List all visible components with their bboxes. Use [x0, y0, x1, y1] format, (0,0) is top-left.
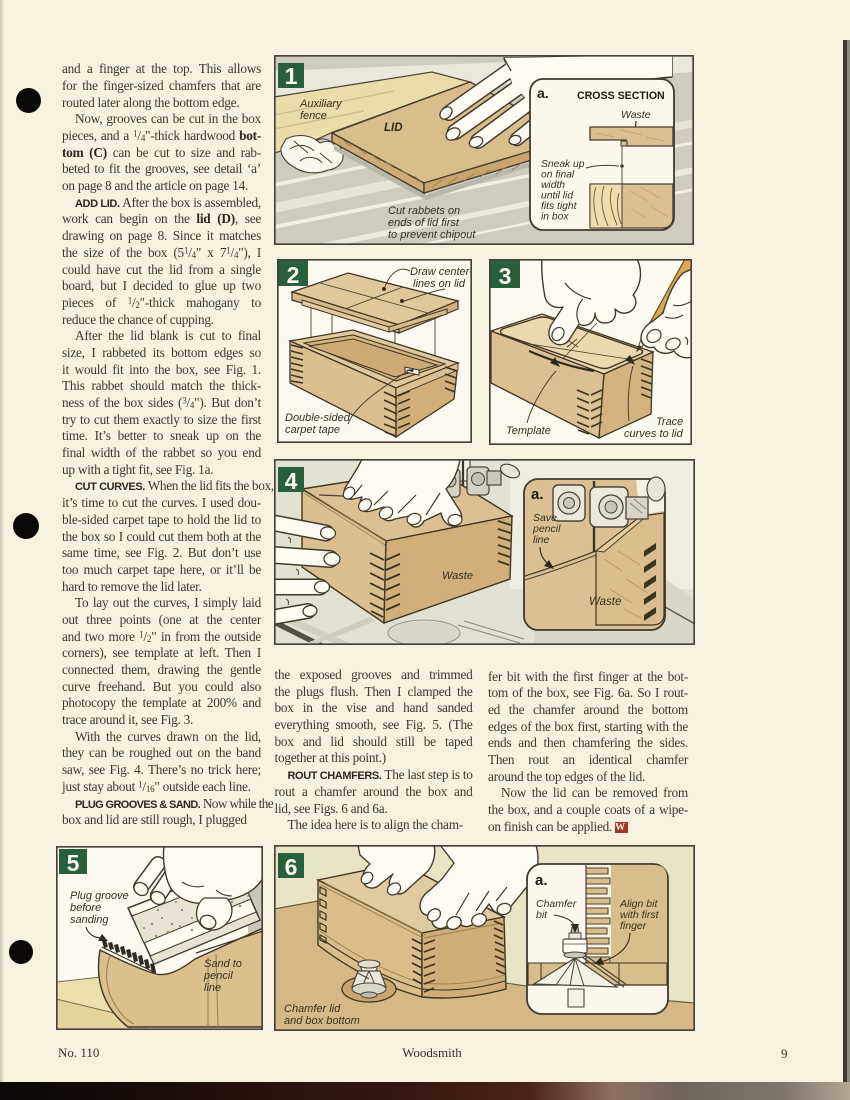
svg-text:Double-sided: Double-sided	[285, 412, 351, 424]
svg-text:carpet tape: carpet tape	[285, 424, 340, 436]
svg-text:before: before	[70, 902, 101, 914]
svg-text:5: 5	[67, 850, 80, 876]
svg-text:Sneak up: Sneak up	[541, 159, 585, 170]
svg-text:and box bottom: and box bottom	[284, 1015, 360, 1027]
svg-text:Save: Save	[533, 512, 557, 524]
svg-text:pencil: pencil	[532, 523, 561, 535]
svg-text:finger: finger	[620, 920, 647, 932]
svg-text:pencil: pencil	[203, 970, 233, 982]
svg-text:until lid: until lid	[541, 191, 573, 202]
svg-text:sanding: sanding	[70, 914, 109, 926]
svg-text:Sand to: Sand to	[204, 958, 242, 970]
svg-text:width: width	[541, 180, 565, 191]
svg-text:with first: with first	[620, 909, 660, 921]
svg-text:Align bit: Align bit	[619, 898, 658, 910]
svg-text:fence: fence	[300, 110, 327, 122]
svg-text:lines on lid: lines on lid	[413, 278, 466, 290]
svg-text:2: 2	[287, 262, 300, 288]
svg-text:1: 1	[285, 63, 298, 89]
svg-text:4: 4	[285, 468, 298, 494]
svg-text:Waste: Waste	[442, 570, 473, 582]
svg-text:Chamfer: Chamfer	[536, 898, 577, 910]
svg-text:line: line	[204, 982, 221, 994]
svg-text:on final: on final	[541, 170, 575, 181]
svg-text:Cut rabbets on: Cut rabbets on	[388, 205, 460, 217]
svg-text:a.: a.	[531, 486, 544, 503]
svg-text:a.: a.	[537, 85, 549, 101]
svg-text:LID: LID	[384, 122, 403, 134]
svg-text:bit: bit	[536, 909, 548, 921]
svg-text:Waste: Waste	[621, 109, 651, 121]
svg-text:Waste: Waste	[589, 596, 621, 608]
svg-text:Plug groove: Plug groove	[70, 890, 129, 902]
svg-text:a.: a.	[535, 872, 548, 889]
svg-text:ends of lid first: ends of lid first	[388, 217, 460, 229]
svg-text:6: 6	[285, 854, 298, 880]
svg-text:3: 3	[499, 263, 512, 289]
svg-text:Auxiliary: Auxiliary	[299, 98, 343, 110]
svg-text:CROSS SECTION: CROSS SECTION	[577, 90, 665, 102]
svg-text:line: line	[533, 534, 550, 546]
svg-text:Template: Template	[506, 425, 551, 437]
svg-text:fits tight: fits tight	[541, 201, 578, 212]
svg-text:Draw center-: Draw center-	[410, 266, 472, 278]
svg-text:in box: in box	[541, 212, 569, 223]
svg-text:curves to lid: curves to lid	[624, 428, 684, 440]
svg-text:Chamfer lid: Chamfer lid	[284, 1003, 341, 1015]
svg-text:to prevent chipout: to prevent chipout	[388, 229, 476, 241]
svg-text:Trace: Trace	[656, 416, 683, 428]
